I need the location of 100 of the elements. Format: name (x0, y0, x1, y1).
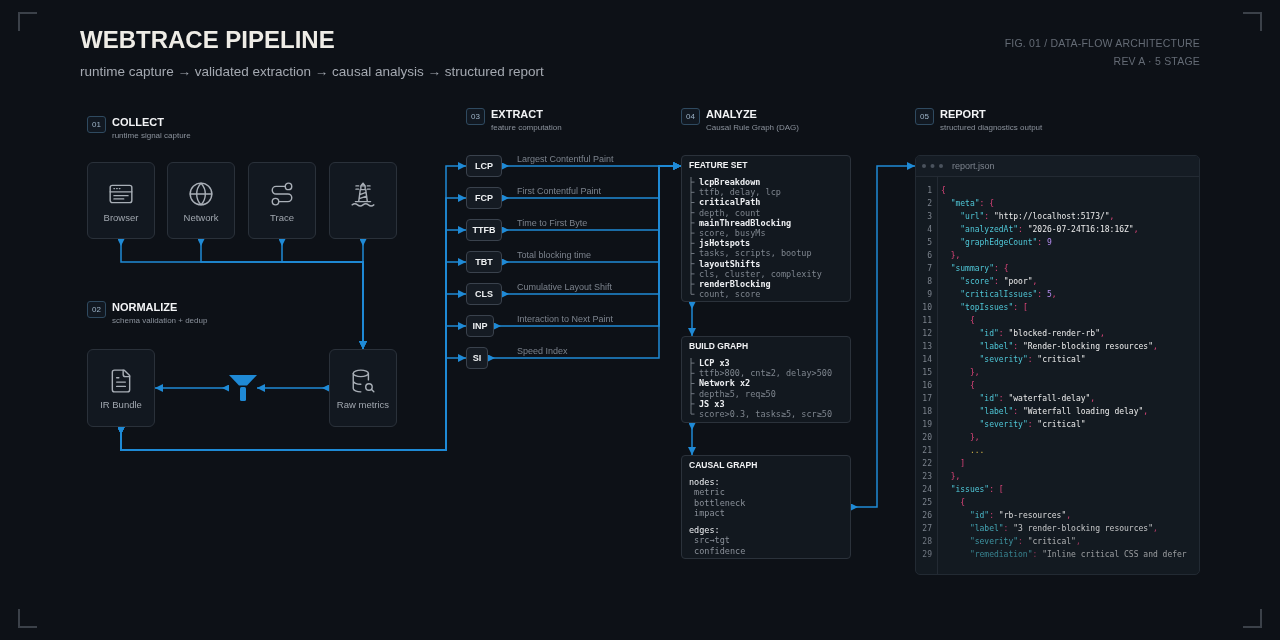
list-item: depth≥5, req≥50 (699, 388, 777, 399)
list-item: count, score (699, 289, 762, 300)
code-line: }, (968, 432, 981, 444)
list-item: criticalPath (699, 197, 762, 208)
list-item: impact (693, 507, 726, 519)
card-label: Network (183, 212, 219, 224)
code-line: "id": "rb-resources", (968, 510, 1073, 522)
funnel-icon (229, 375, 257, 401)
code-line: "summary": { (949, 263, 1010, 275)
line-number: 2 (927, 198, 932, 210)
group-label: edges: (689, 525, 721, 536)
group-label: nodes: (689, 477, 721, 488)
list-item: depth, count (699, 207, 761, 218)
list-item: JS x3 (699, 398, 725, 409)
line-number: 20 (922, 432, 932, 444)
arrow (256, 384, 330, 392)
page-title: WEBTRACE PIPELINE (80, 25, 335, 55)
list-item: bottleneck (693, 497, 746, 508)
line-number: 16 (922, 380, 932, 392)
metric-description: First Contentful Paint (517, 186, 602, 196)
arrow (154, 384, 230, 392)
list-item: score, busyMs (699, 228, 767, 239)
rule-panel (681, 155, 851, 302)
figure-number: FIG. 01 / DATA-FLOW ARCHITECTURE (1004, 37, 1200, 50)
metric-description: Time to First Byte (517, 218, 588, 228)
card-label: Raw metrics (336, 399, 390, 411)
list-item: ttfb>800, cnt≥2, delay>500 (699, 368, 833, 379)
section-title: COLLECT (112, 116, 164, 128)
panel-title: BUILD GRAPH (689, 341, 749, 352)
line-number: 25 (922, 497, 932, 509)
code-line: "label": "Render-blocking resources", (978, 341, 1159, 353)
panel-title: CAUSAL GRAPH (689, 460, 758, 471)
step-number: 02 (87, 301, 106, 318)
code-line: "analyzedAt": "2026-07-24T16:18:16Z", (959, 224, 1140, 236)
code-panel (915, 155, 1200, 575)
stage-card (329, 349, 397, 427)
line-number: 13 (922, 341, 932, 353)
line-number: 19 (922, 419, 932, 431)
metric-description: Total blocking time (517, 250, 592, 260)
arrow (688, 301, 696, 337)
metric-description: Interaction to Next Paint (517, 314, 614, 324)
line-number: 23 (922, 471, 932, 483)
metric-tag: SI (466, 347, 488, 369)
list-item: src→tgt (693, 535, 731, 546)
section-title: ANALYZE (706, 108, 757, 120)
metric-tag: TBT (466, 251, 502, 273)
code-line: { (941, 185, 947, 197)
code-line: "id": "waterfall-delay", (978, 393, 1097, 405)
card-label: Browser (103, 212, 139, 224)
line-number: 15 (922, 367, 932, 379)
line-number: 27 (922, 523, 932, 535)
panel-title: FEATURE SET (689, 160, 748, 171)
stage-card (248, 162, 316, 239)
line-number: 28 (922, 536, 932, 548)
section-title: EXTRACT (491, 108, 543, 120)
code-line: "severity": "critical" (978, 354, 1087, 366)
list-item: layoutShifts (699, 258, 761, 269)
code-line: "label": "3 render-blocking resources", (968, 523, 1159, 535)
code-line: ] (959, 458, 967, 470)
stage-card (87, 162, 155, 239)
line-number: 21 (922, 445, 932, 457)
list-item: Network x2 (699, 378, 752, 389)
list-item: cls, cluster, complexity (699, 268, 822, 280)
line-number: 9 (927, 289, 932, 301)
code-line: "remediation": "Inline critical CSS and defer (968, 549, 1187, 561)
code-line: "score": "poor", (959, 276, 1039, 288)
line-number: 4 (927, 224, 932, 236)
code-line: "topIssues": [ (959, 302, 1029, 314)
section-subtitle: runtime signal capture (112, 131, 191, 141)
line-number: 26 (922, 510, 932, 522)
list-item: LCP x3 (699, 358, 731, 369)
code-line: "label": "Waterfall loading delay", (978, 406, 1150, 418)
line-number: 10 (922, 302, 932, 314)
list-item: tasks, scripts, bootup (699, 248, 813, 259)
rule-panel (681, 336, 851, 423)
metric-description: Largest Contentful Paint (517, 154, 614, 164)
section-subtitle: feature computation (491, 123, 562, 133)
arrow (688, 422, 696, 456)
arrow (487, 162, 682, 362)
line-number: 5 (927, 237, 932, 249)
list-item: jsHotspots (699, 238, 752, 249)
code-line: { (968, 380, 976, 392)
page-subtitle: runtime capture → validated extraction → causal analysis → structured report (80, 63, 544, 81)
step-number: 01 (87, 116, 106, 133)
section-subtitle: structured diagnostics output (940, 123, 1043, 133)
list-item: lcpBreakdown (699, 177, 762, 188)
metric-description: Cumulative Layout Shift (517, 282, 613, 292)
metric-tag: TTFB (466, 219, 502, 241)
file-name: report.json (952, 160, 995, 172)
section-subtitle: Causal Rule Graph (DAG) (706, 123, 799, 133)
code-line: "meta": { (949, 198, 995, 210)
stage-card (87, 349, 155, 427)
section-title: REPORT (940, 108, 986, 120)
code-line: "graphEdgeCount": 9 (959, 237, 1053, 249)
line-number: 6 (927, 250, 932, 262)
line-number: 1 (927, 185, 932, 197)
stage-card (167, 162, 235, 239)
list-item: mainThreadBlocking (699, 217, 793, 228)
section-subtitle: schema validation + dedup (112, 316, 208, 326)
stage-card (329, 162, 397, 239)
